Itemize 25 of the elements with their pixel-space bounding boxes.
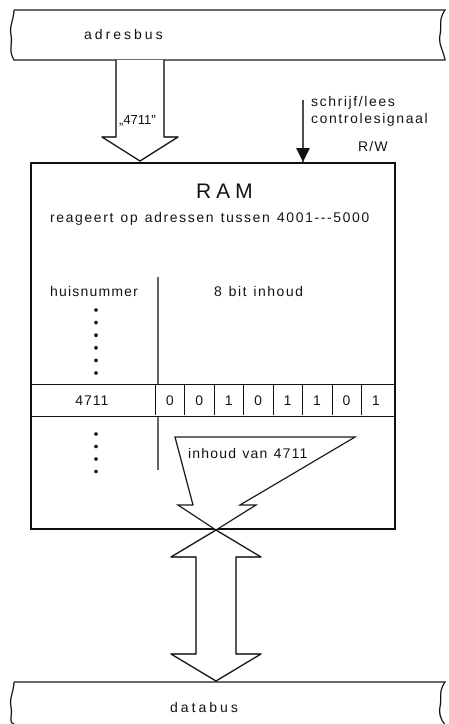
memory-row: [30, 384, 396, 416]
bit-cell: 0: [243, 384, 273, 414]
bit-cell: 1: [214, 384, 244, 414]
signal-arrow: [296, 100, 310, 162]
lightning-arrow: [174, 436, 358, 531]
ram-title: RAM: [196, 180, 258, 204]
address-cell-text: 4711: [74, 390, 110, 410]
ram-box: [30, 162, 396, 530]
ram-description: reageert op adressen tussen 4001---5000: [50, 209, 371, 225]
bit-cell: 0: [184, 384, 214, 414]
bit-cell: 0: [155, 384, 184, 414]
column-heading: huisnummer: [50, 283, 140, 299]
bus-label: adresbus: [84, 26, 166, 42]
edge-label: schrijf/lees controlesignaal: [311, 93, 430, 127]
edge-label: „4711": [119, 112, 156, 128]
column-heading: 8 bit inhoud: [214, 283, 304, 299]
block-arrow: [101, 59, 179, 162]
signal-name: R/W: [358, 138, 389, 154]
edge-label: inhoud van 4711: [188, 445, 308, 461]
bit-cell: 1: [302, 384, 332, 414]
bit-cell: 1: [361, 384, 390, 414]
bit-cell: 0: [332, 384, 362, 414]
bit-cell: 1: [272, 384, 302, 414]
double-block-arrow: [170, 529, 262, 682]
bus-label: databus: [170, 699, 241, 715]
